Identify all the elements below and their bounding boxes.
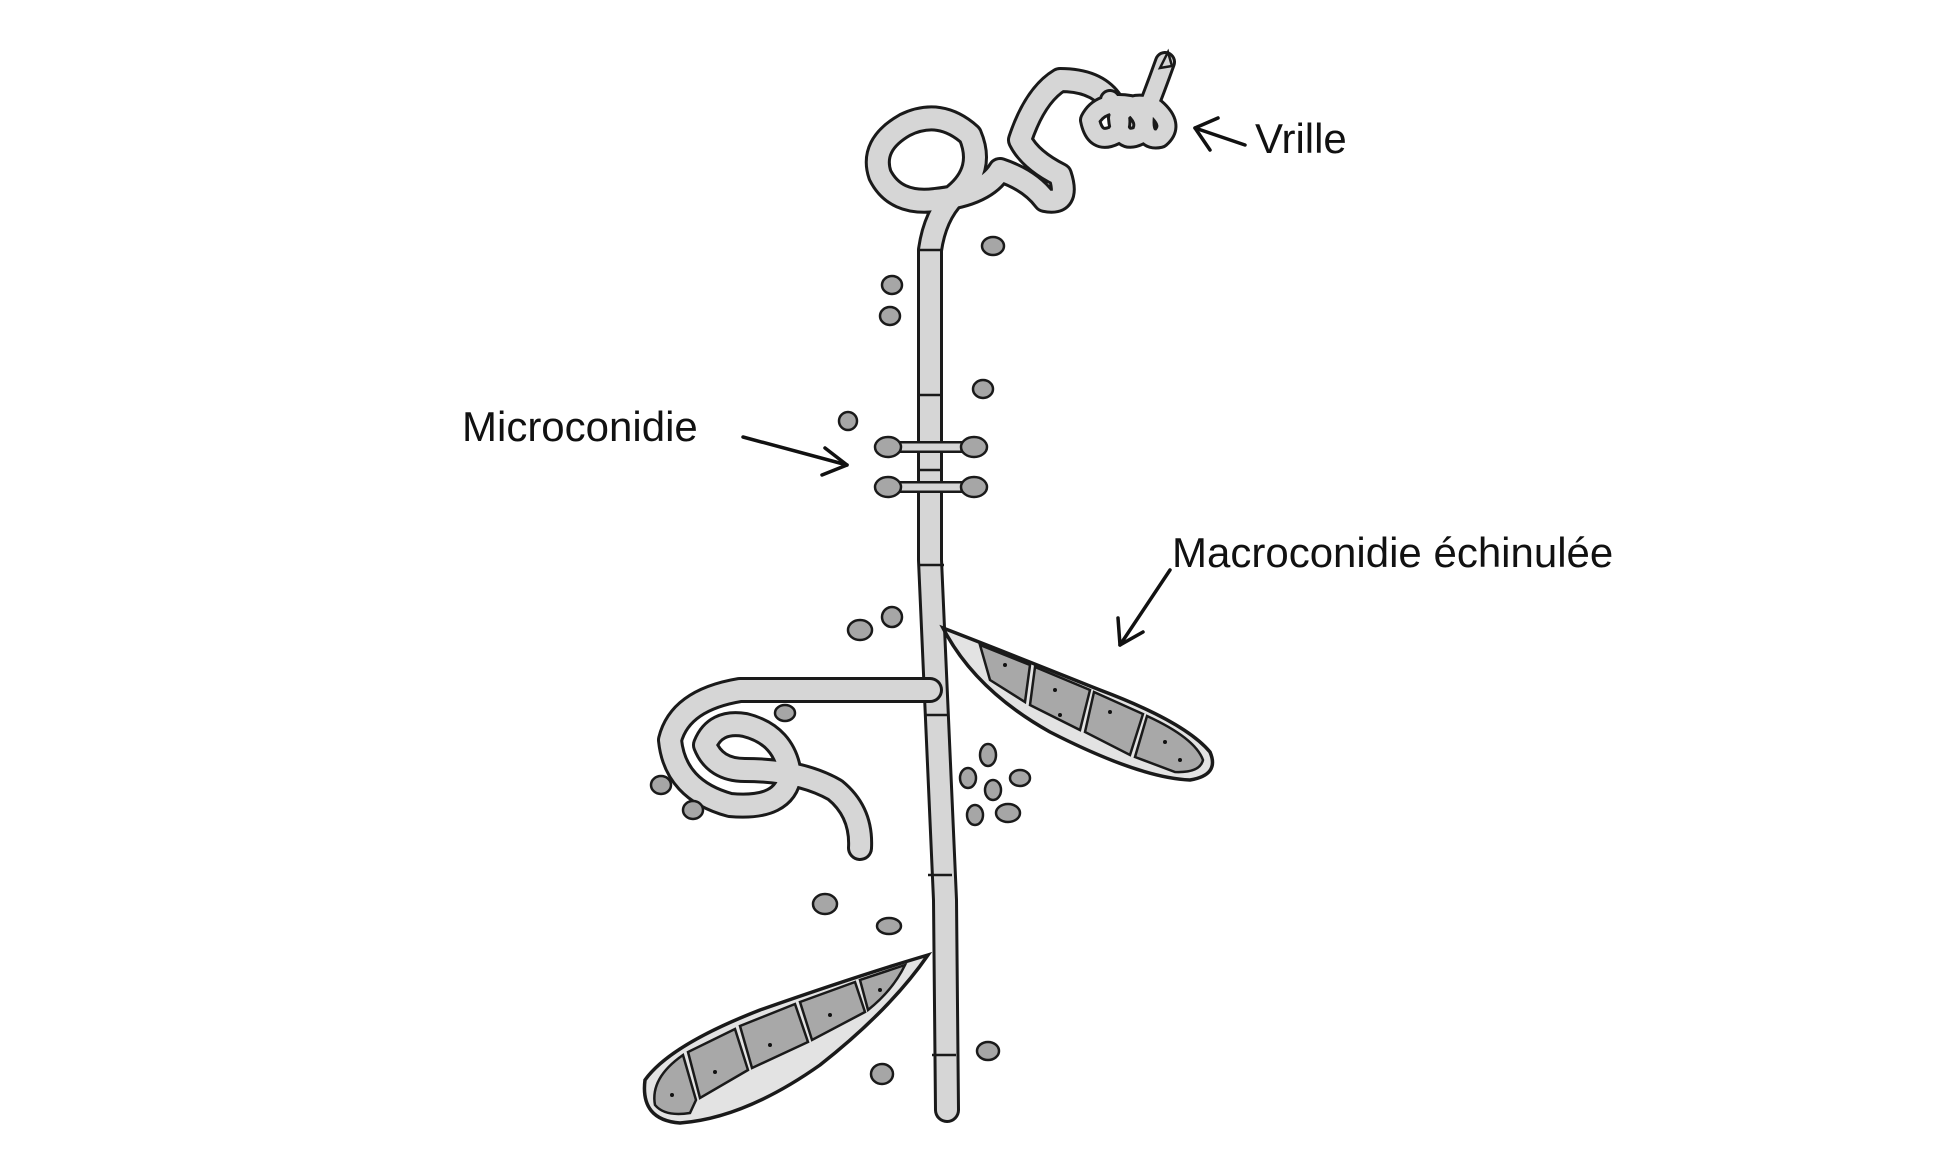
arrow-microconidie: [741, 435, 849, 477]
septa: [918, 248, 956, 1057]
microconidia-free: [649, 235, 1032, 1086]
label-macroconidie: Macroconidie échinulée: [1172, 529, 1614, 576]
microconidia-stalked: [873, 435, 989, 499]
arrow-macroconidie: [1116, 568, 1172, 647]
label-vrille: Vrille: [1255, 115, 1347, 162]
arrow-vrille: [1193, 116, 1247, 152]
main-hypha: [864, 67, 1123, 1123]
side-hypha-curl: [657, 677, 943, 861]
macroconidium-upper: [939, 624, 1215, 782]
label-microconidie: Microconidie: [462, 403, 698, 450]
vrille-coil: [1079, 48, 1178, 150]
macroconidium-lower: [642, 951, 933, 1125]
